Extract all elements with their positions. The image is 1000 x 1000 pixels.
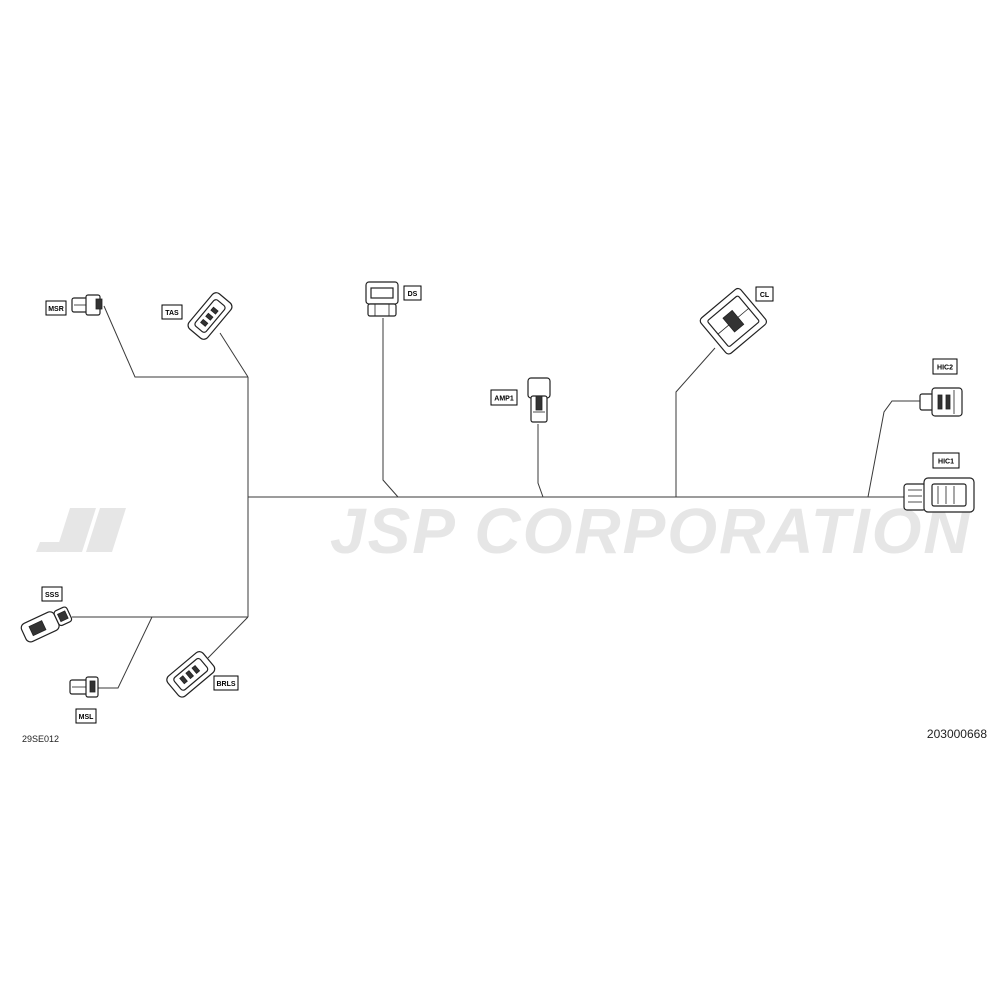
amp1-branch-wire <box>537 424 544 498</box>
cl-branch-wire <box>675 347 716 497</box>
tas-branch-wire <box>219 332 249 378</box>
hic2-label: HIC2 <box>937 365 953 372</box>
watermark-logo <box>36 508 126 552</box>
hic1-connector <box>903 477 975 513</box>
tas-connector <box>187 292 233 340</box>
brls-branch-wire <box>207 616 249 659</box>
harness-wires <box>72 305 923 689</box>
ds-branch-wire <box>382 318 399 498</box>
tas-label: TAS <box>165 310 179 317</box>
brls-connector <box>166 651 216 698</box>
ds-label: DS <box>408 291 418 298</box>
amp1-label: AMP1 <box>494 396 514 403</box>
msr-label: MSR <box>48 306 64 313</box>
illustration-code: 29SE012 <box>22 734 59 744</box>
msl-connector <box>69 676 99 698</box>
amp1-connector <box>527 377 551 423</box>
msl-branch-wire <box>98 616 153 689</box>
sss-connector <box>20 606 73 643</box>
hic2-connector <box>919 387 963 417</box>
hic1-label: HIC1 <box>938 459 954 466</box>
msr-connector <box>71 294 103 316</box>
watermark-text: JSP CORPORATION <box>330 495 972 567</box>
cl-connector <box>699 287 768 355</box>
part-number: 203000668 <box>927 727 987 741</box>
sss-label: SSS <box>45 592 59 599</box>
msl-label: MSL <box>79 714 95 721</box>
hic2-branch-wire <box>867 400 923 498</box>
brls-label: BRLS <box>216 681 235 688</box>
msr-branch-wire <box>103 305 248 378</box>
ds-connector <box>365 281 399 317</box>
cl-label: CL <box>760 292 770 299</box>
